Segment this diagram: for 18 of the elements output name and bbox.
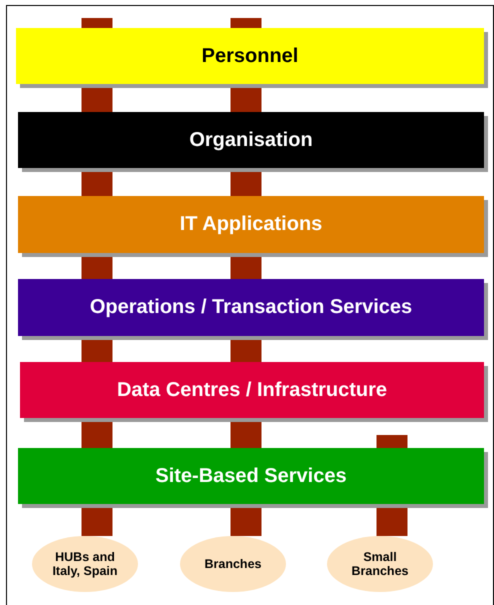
pillar-connector xyxy=(82,18,112,28)
pillar-connector xyxy=(376,435,408,448)
location-label: Branches xyxy=(204,556,262,572)
layer-band xyxy=(20,362,484,418)
layer-band xyxy=(18,196,484,253)
layer-label: Organisation xyxy=(189,128,313,152)
layer-label: Personnel xyxy=(202,44,298,68)
layer-band xyxy=(18,279,484,336)
layer-label: Operations / Transaction Services xyxy=(90,296,412,319)
layer-band xyxy=(16,28,484,84)
pillar-connector xyxy=(230,18,262,28)
location-label: Small Branches xyxy=(350,550,410,578)
layer-band xyxy=(18,112,484,168)
layer-label: Site-Based Services xyxy=(155,464,347,488)
location-label: HUBs and Italy, Spain xyxy=(51,550,119,578)
layer-label: Data Centres / Infrastructure xyxy=(116,378,388,402)
layer-band xyxy=(18,448,484,504)
layer-label: IT Applications xyxy=(180,213,322,236)
